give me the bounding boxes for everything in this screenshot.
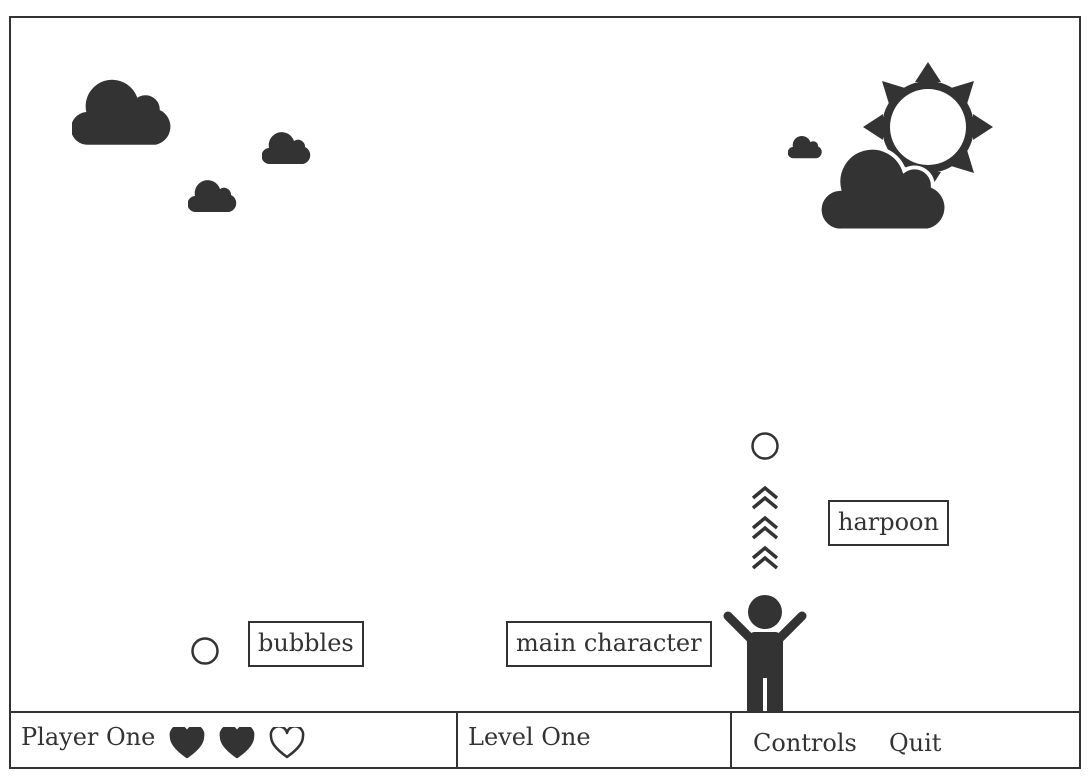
bubbles-label: bubbles <box>248 621 364 667</box>
controls-button[interactable]: Controls <box>753 729 857 757</box>
person-icon[interactable] <box>722 594 808 712</box>
menu-section: Controls Quit <box>732 713 1079 769</box>
heart-full-icon <box>169 727 205 759</box>
status-bar: Player One Level One Controls Quit <box>11 711 1079 769</box>
harpoon-chevron-icon <box>751 485 779 570</box>
harpoon-label: harpoon <box>828 500 949 546</box>
player-section: Player One <box>11 713 458 769</box>
player-name: Player One <box>21 723 156 751</box>
cloud-icon <box>262 132 311 165</box>
bubble-icon <box>191 637 219 665</box>
cloud-icon <box>788 136 822 159</box>
heart-full-icon <box>219 727 255 759</box>
cloud-icon <box>72 79 171 145</box>
heart-empty-icon <box>269 727 305 759</box>
quit-button[interactable]: Quit <box>889 729 942 757</box>
bubble-icon <box>751 432 779 460</box>
cloud-icon <box>821 145 949 232</box>
game-scene: bubbles main character harpoon <box>11 18 1079 712</box>
level-section: Level One <box>458 713 732 769</box>
sun-icon <box>863 62 993 192</box>
game-window: bubbles main character harpoon Player On… <box>9 16 1081 769</box>
main-character-label: main character <box>506 621 712 667</box>
cloud-icon <box>188 180 237 213</box>
level-name: Level One <box>468 723 591 751</box>
